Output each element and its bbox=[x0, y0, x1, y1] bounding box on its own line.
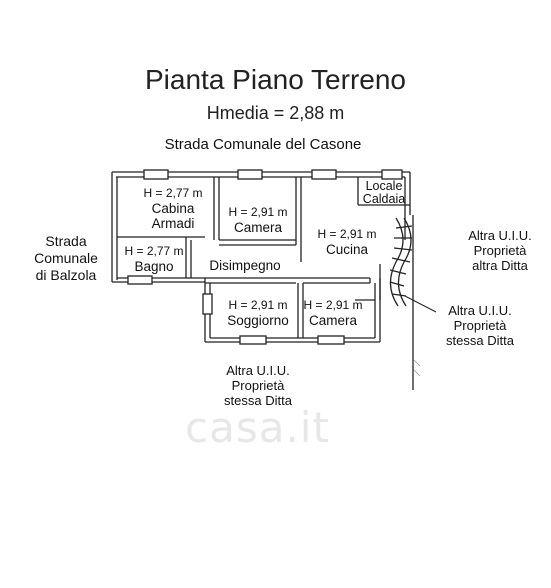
page-title: Pianta Piano Terreno bbox=[145, 64, 406, 95]
room-height: H = 2,91 m bbox=[228, 205, 288, 219]
room-cucina: H = 2,91 m Cucina bbox=[304, 227, 390, 257]
neighbor-line: stessa Ditta bbox=[224, 393, 292, 408]
neighbor-right-top: Altra U.I.U. Proprietà altra Ditta bbox=[452, 228, 548, 273]
room-name: Armadi bbox=[151, 216, 195, 231]
room-name: Bagno bbox=[134, 259, 174, 274]
street-left-line: Strada bbox=[45, 233, 87, 249]
window-top-1 bbox=[143, 169, 169, 180]
room-name: Cucina bbox=[325, 242, 369, 257]
room-locale-caldaia: Locale Caldaia bbox=[358, 180, 410, 206]
room-height: H = 2,77 m bbox=[143, 186, 203, 200]
room-name: Locale bbox=[365, 179, 403, 193]
room-bagno: H = 2,77 m Bagno bbox=[118, 244, 190, 274]
window-soggiorno-bottom bbox=[239, 335, 267, 345]
street-left-label: Strada Comunale di Balzola bbox=[26, 233, 106, 284]
room-name: Camera bbox=[308, 313, 357, 328]
room-camera-2: H = 2,91 m Camera bbox=[296, 298, 370, 328]
window-top-3 bbox=[311, 169, 337, 180]
window-top-4 bbox=[381, 169, 403, 180]
room-soggiorno: H = 2,91 m Soggiorno bbox=[216, 298, 300, 328]
neighbor-line: Proprietà bbox=[473, 243, 527, 258]
room-camera-1: H = 2,91 m Camera bbox=[220, 205, 296, 235]
room-name: Cabina bbox=[151, 201, 195, 216]
window-top-2 bbox=[237, 169, 263, 180]
window-camera-bottom bbox=[317, 335, 345, 345]
room-name: Camera bbox=[233, 220, 282, 235]
room-name: Caldaia bbox=[362, 192, 406, 206]
neighbor-right-bottom: Altra U.I.U. Proprietà stessa Ditta bbox=[432, 303, 528, 348]
watermark-logo: casa.it bbox=[185, 403, 330, 452]
neighbor-bottom: Altra U.I.U. Proprietà stessa Ditta bbox=[210, 363, 306, 408]
neighbor-line: altra Ditta bbox=[472, 258, 528, 273]
street-left-line: Comunale bbox=[34, 250, 98, 266]
room-height: H = 2,91 m bbox=[317, 227, 377, 241]
room-disimpegno: Disimpegno bbox=[200, 258, 290, 273]
neighbor-line: Proprietà bbox=[231, 378, 285, 393]
room-height: H = 2,77 m bbox=[124, 244, 184, 258]
average-height: Hmedia = 2,88 m bbox=[206, 103, 345, 123]
neighbor-line: Altra U.I.U. bbox=[226, 363, 290, 378]
stair-curve bbox=[389, 217, 404, 307]
room-name: Disimpegno bbox=[209, 258, 281, 273]
neighbor-line: Proprietà bbox=[453, 318, 507, 333]
neighbor-line: Altra U.I.U. bbox=[468, 228, 532, 243]
neighbor-line: stessa Ditta bbox=[446, 333, 514, 348]
room-height: H = 2,91 m bbox=[303, 298, 363, 312]
window-bagno bbox=[127, 275, 153, 285]
leader-line bbox=[404, 295, 437, 313]
room-name: Soggiorno bbox=[227, 313, 289, 328]
room-height: H = 2,91 m bbox=[228, 298, 288, 312]
window-soggiorno bbox=[202, 293, 213, 315]
neighbor-line: Altra U.I.U. bbox=[448, 303, 512, 318]
street-top-label: Strada Comunale del Casone bbox=[164, 136, 362, 153]
street-left-line: di Balzola bbox=[35, 267, 97, 283]
room-cabina-armadi: H = 2,77 m Cabina Armadi bbox=[132, 186, 214, 231]
